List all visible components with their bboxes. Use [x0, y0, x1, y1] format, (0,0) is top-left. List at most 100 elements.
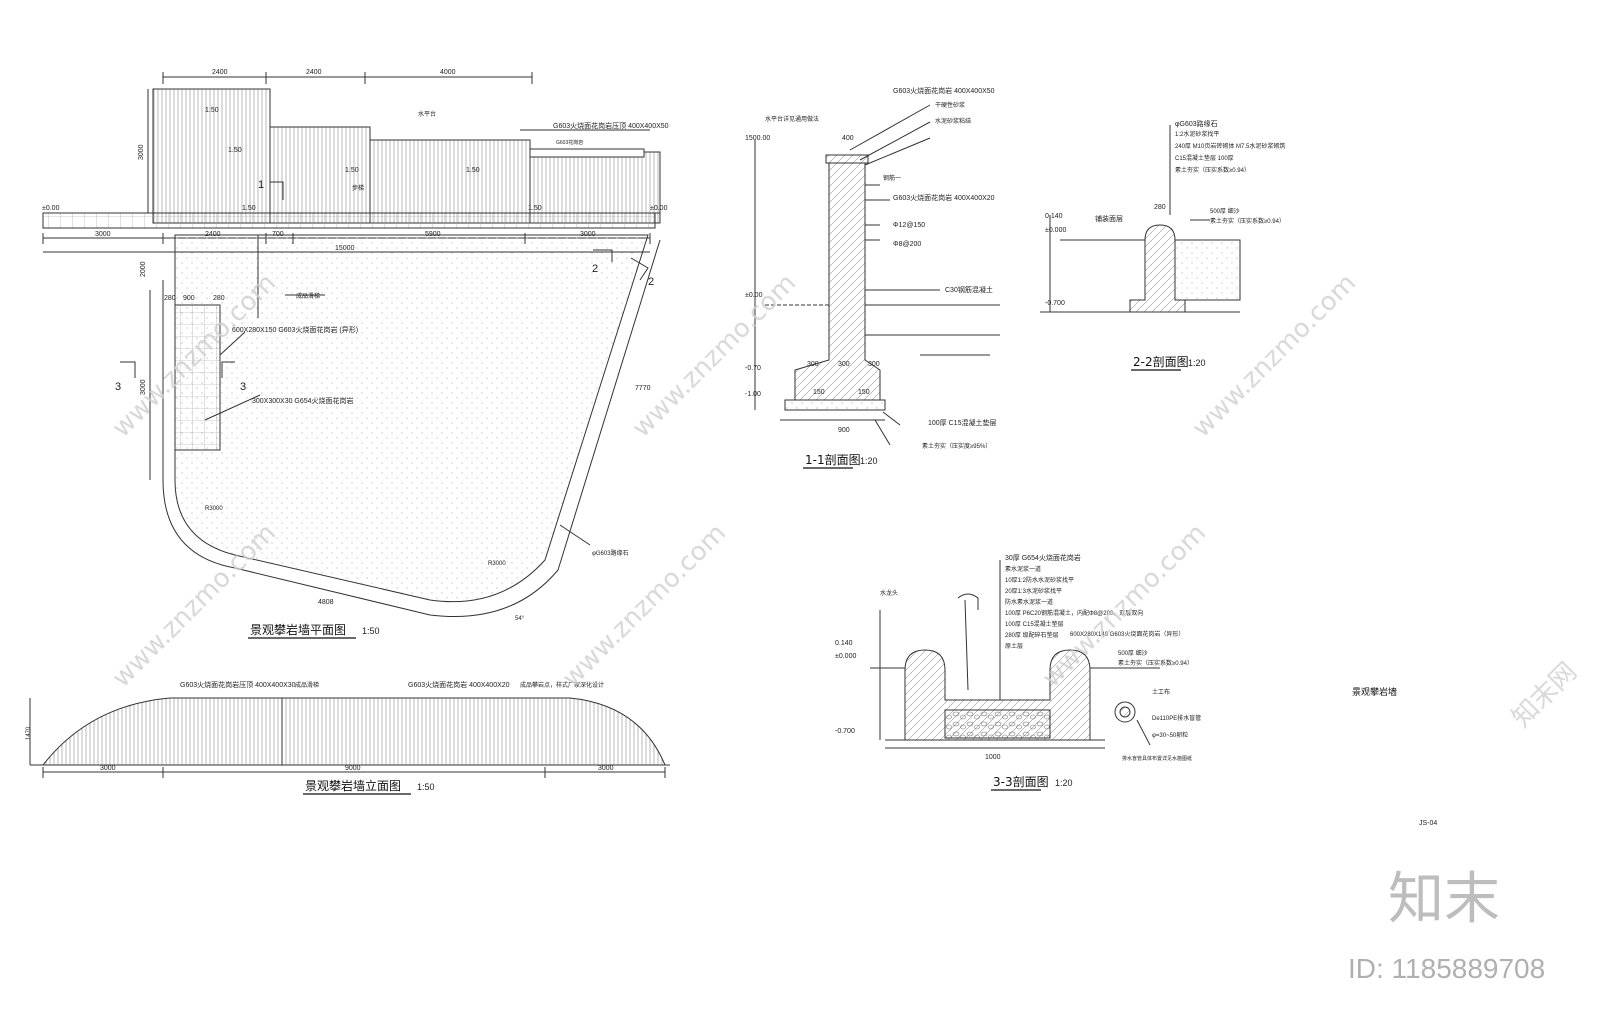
section-1-1	[754, 104, 1000, 446]
s22-elev-3: -0.700	[1045, 300, 1065, 307]
plan-paving-r: 280	[213, 295, 225, 302]
brand-logo: 知末	[1388, 867, 1500, 932]
plan-slope-2: 1.50	[228, 147, 242, 154]
s33-note-9: 原土层	[1005, 642, 1023, 650]
s33-cap-note: 600X280X140 G603火烧面花岗岩（异形）	[1070, 630, 1184, 638]
watermark-5: www.znzmo.com	[557, 518, 732, 693]
brand: 知末 ID: 1185889708	[1348, 867, 1545, 984]
s33-note-5: 防水素水泥浆一道	[1005, 598, 1053, 606]
elev-height: 1470	[26, 726, 32, 740]
climbing-panel-left	[152, 88, 271, 224]
s11-dim-b: 300	[838, 361, 850, 368]
plan-radius-b: R3000	[488, 561, 506, 567]
plan-dim-top-3: 4000	[440, 69, 456, 76]
paving-strip	[174, 304, 221, 451]
s11-note-3: 水泥砂浆粘结	[935, 117, 971, 125]
s22-scale: 1:20	[1188, 358, 1206, 368]
s33-side-2: 素土夯实（压实系数≥0.94）	[1118, 659, 1193, 667]
plan-note-edge: φG603路缘石	[592, 549, 629, 557]
elevation-view	[29, 697, 670, 778]
section-mark-3-right: 3	[240, 381, 246, 393]
elev-note-b: 成品滑梯	[295, 681, 319, 689]
sheet-title: 景观攀岩墙	[1352, 686, 1397, 698]
s11-note-7: Φ8@200	[893, 241, 921, 248]
s22-elev-2: ±0.000	[1045, 227, 1066, 234]
plan-labels: 2400 2400 4000 3000 2400 700 5900 3000 1…	[42, 69, 669, 639]
elev-dim-3: 3000	[598, 765, 614, 772]
s11-title: 1-1剖面图	[805, 453, 861, 467]
s11-note-5: G603火烧面花岗岩 400X400X20	[893, 193, 995, 202]
s11-dim-d: 150	[813, 389, 825, 396]
plan-note-stepcap: G603花岗岩	[556, 139, 583, 146]
plan-left-dim-2: 2000	[140, 261, 147, 277]
s33-scale: 1:20	[1055, 778, 1073, 788]
s33-note-3: 10厚1:2防水水泥砂浆找平	[1005, 576, 1074, 584]
s11-note-9: 100厚 C15混凝土垫层	[928, 418, 996, 427]
s33-side-1: 500厚 细沙	[1118, 649, 1148, 657]
s11-note-6: Φ12@150	[893, 222, 925, 229]
s33-elev-1: 0.140	[835, 640, 853, 647]
section-mark-1: 1	[258, 179, 264, 191]
elev-note-d: 成品攀岩点，样式厂家深化设计	[520, 681, 604, 689]
s33-note-1: 30厚 G654火烧面花岗岩	[1005, 553, 1081, 562]
play-area	[174, 234, 649, 603]
s11-note-8: C30钢筋混凝土	[945, 285, 993, 294]
s11-dim-e: 150	[858, 389, 870, 396]
plan-title: 景观攀岩墙平面图	[250, 622, 346, 637]
s11-dim-f: 900	[838, 427, 850, 434]
s11-note-4: 钢筋一	[883, 174, 901, 182]
s11-elev-2: ±0.00	[745, 292, 763, 299]
s22-elev-1: 0.140	[1045, 213, 1063, 220]
s33-elev-3: -0.700	[835, 728, 855, 735]
watermark-4: www.znzmo.com	[107, 518, 282, 693]
plan-scale: 1:50	[362, 626, 380, 636]
elev-dim-2: 9000	[345, 765, 361, 772]
plan-chord: 4808	[318, 599, 334, 606]
s11-dim-c: 300	[868, 361, 880, 368]
s22-note-2: 1:2水泥砂浆找平	[1175, 130, 1219, 138]
s22-side-1: 500厚 细沙	[1210, 207, 1240, 215]
s33-title: 3-3剖面图	[993, 775, 1049, 789]
section-3-3	[870, 560, 1160, 749]
section-1-1-labels: 水平台详见通用做法 1500.00 ±0.00 -0.70 -1.00 G603…	[745, 86, 996, 469]
s33-dim-main: 1000	[985, 754, 1001, 761]
plan-left-height: 3000	[138, 144, 145, 160]
section-mark-2-left: 2	[592, 263, 598, 275]
plan-angle: 54°	[515, 616, 525, 622]
plan-note-pipe: 步梯	[352, 184, 364, 192]
plan-left-dim: 3000	[140, 379, 147, 395]
plan-dim-bot-2: 2400	[205, 231, 221, 238]
s11-top-note: 水平台详见通用做法	[765, 115, 819, 123]
elev-note-c: G603火烧面花岗岩 400X400X20	[408, 680, 510, 689]
plan-note-paving-b: 300X300X30 G654火烧面花岗岩	[252, 396, 354, 405]
elevation-scale: 1:50	[417, 782, 435, 792]
section-mark-3-left: 3	[115, 381, 121, 393]
s33-note-7: 100厚 C15混凝土垫层	[1005, 620, 1064, 628]
s11-note-1: G603火烧面花岗岩 400X400X50	[893, 86, 995, 95]
s11-note-2: 干硬性砂浆	[935, 101, 965, 109]
elevation-labels: 3000 9000 3000 1470 G603火烧面花岗岩压顶 400X400…	[26, 680, 614, 795]
s33-elev-2: ±0.000	[835, 653, 856, 660]
s33-tap: 水龙头	[880, 589, 898, 597]
section-3-3-labels: 水龙头 30厚 G654火烧面花岗岩 素水泥浆一道 10厚1:2防水水泥砂浆找平…	[835, 553, 1201, 791]
plan-paving-w: 900	[183, 295, 195, 302]
plan-side: 7770	[635, 385, 651, 392]
s11-elev-1: 1500.00	[745, 135, 770, 142]
s22-dim-top: 280	[1154, 204, 1166, 211]
s11-elev-4: -1.00	[745, 391, 761, 398]
sheet-number: JS-04	[1419, 820, 1437, 827]
s22-note-5: 素土夯实（压实系数≥0.94）	[1175, 166, 1250, 174]
watermark-7: 知末网	[1507, 657, 1583, 733]
brand-id: ID: 1185889708	[1348, 953, 1545, 984]
plan-radius-a: R3000	[205, 506, 223, 512]
s33-note-8: 280厚 级配碎石垫层	[1005, 631, 1059, 639]
plan-slope-5: 1.50	[242, 205, 256, 212]
plan-elev-right: ±0.00	[650, 205, 668, 212]
climbing-panel-right	[369, 139, 531, 224]
watermark-2: www.znzmo.com	[627, 268, 802, 443]
plan-note-cap: G603火烧面花岗岩压顶 400X400X50	[553, 121, 669, 130]
plan-dim-top-2: 2400	[306, 69, 322, 76]
s22-title: 2-2剖面图	[1133, 355, 1189, 369]
plan-slope-4: 1.50	[466, 167, 480, 174]
